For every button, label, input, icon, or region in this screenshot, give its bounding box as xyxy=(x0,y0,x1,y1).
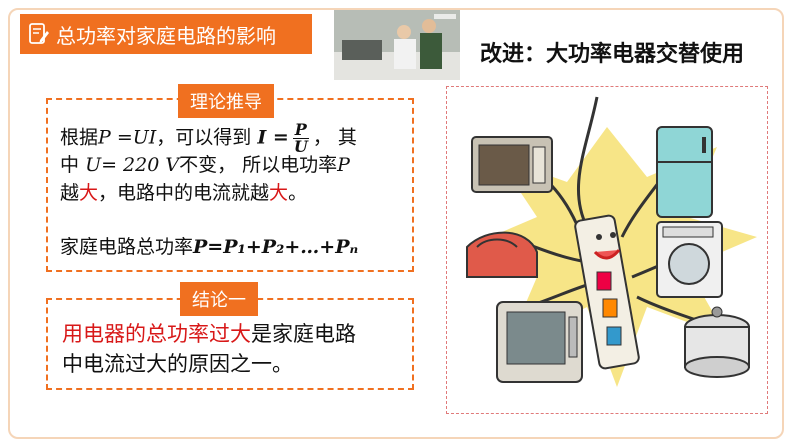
theory-line-3: 越大，电路中的电流就越大。 xyxy=(60,178,307,205)
formula-power: P =UI xyxy=(98,126,157,149)
appliances-illustration xyxy=(466,96,757,387)
overloaded-socket-illustration xyxy=(446,86,768,414)
document-edit-icon xyxy=(29,23,49,44)
conclusion-emphasis: 用电器的总功率过大 xyxy=(62,322,251,346)
theory-text: 不变， 所以电功率 xyxy=(179,154,338,176)
variable-p: P xyxy=(337,154,350,176)
fraction-numerator: P xyxy=(292,120,309,139)
theory-text: 根据 xyxy=(60,126,99,149)
improvement-heading: 改进：大功率电器交替使用 xyxy=(480,42,745,67)
slide-title: 总功率对家庭电路的影响 xyxy=(56,23,276,48)
conclusion-line-1: 用电器的总功率过大是家庭电路 xyxy=(62,318,356,348)
emphasis-big: 大 xyxy=(79,182,99,204)
video-thumbnail[interactable] xyxy=(334,10,460,80)
theory-line-2: 中 U= 220 V不变， 所以电功率P xyxy=(60,150,350,177)
emphasis-big: 大 xyxy=(269,182,289,204)
conclusion-line-2: 中电流过大的原因之一。 xyxy=(62,348,293,378)
formula-voltage: U= 220 V xyxy=(85,154,180,176)
video-scene-image xyxy=(334,10,460,80)
theory-line-4: 家庭电路总功率P=P₁+P₂+…+Pₙ xyxy=(60,232,358,259)
formula-total-power: P=P₁+P₂+…+Pₙ xyxy=(193,236,359,258)
theory-tag: 理论推导 xyxy=(178,84,274,118)
conclusion-text: 是家庭电路 xyxy=(251,322,356,346)
formula-current-lhs: I = xyxy=(257,126,289,149)
theory-text: 中 xyxy=(60,154,80,176)
theory-text: ，可以得到 xyxy=(156,126,252,149)
fraction-denominator: U xyxy=(293,137,308,156)
theory-text: ，电路中的电流就越 xyxy=(98,182,270,204)
conclusion-tag: 结论一 xyxy=(180,282,258,316)
theory-text: 。 xyxy=(288,182,308,204)
theory-text: 家庭电路总功率 xyxy=(60,236,194,258)
theory-text: ， 其 xyxy=(312,126,357,149)
conclusion-text: 中电流过大的原因之一。 xyxy=(62,352,293,376)
title-bar: 总功率对家庭电路的影响 xyxy=(20,14,312,54)
slide-frame xyxy=(8,8,784,439)
theory-text: 越 xyxy=(60,182,80,204)
